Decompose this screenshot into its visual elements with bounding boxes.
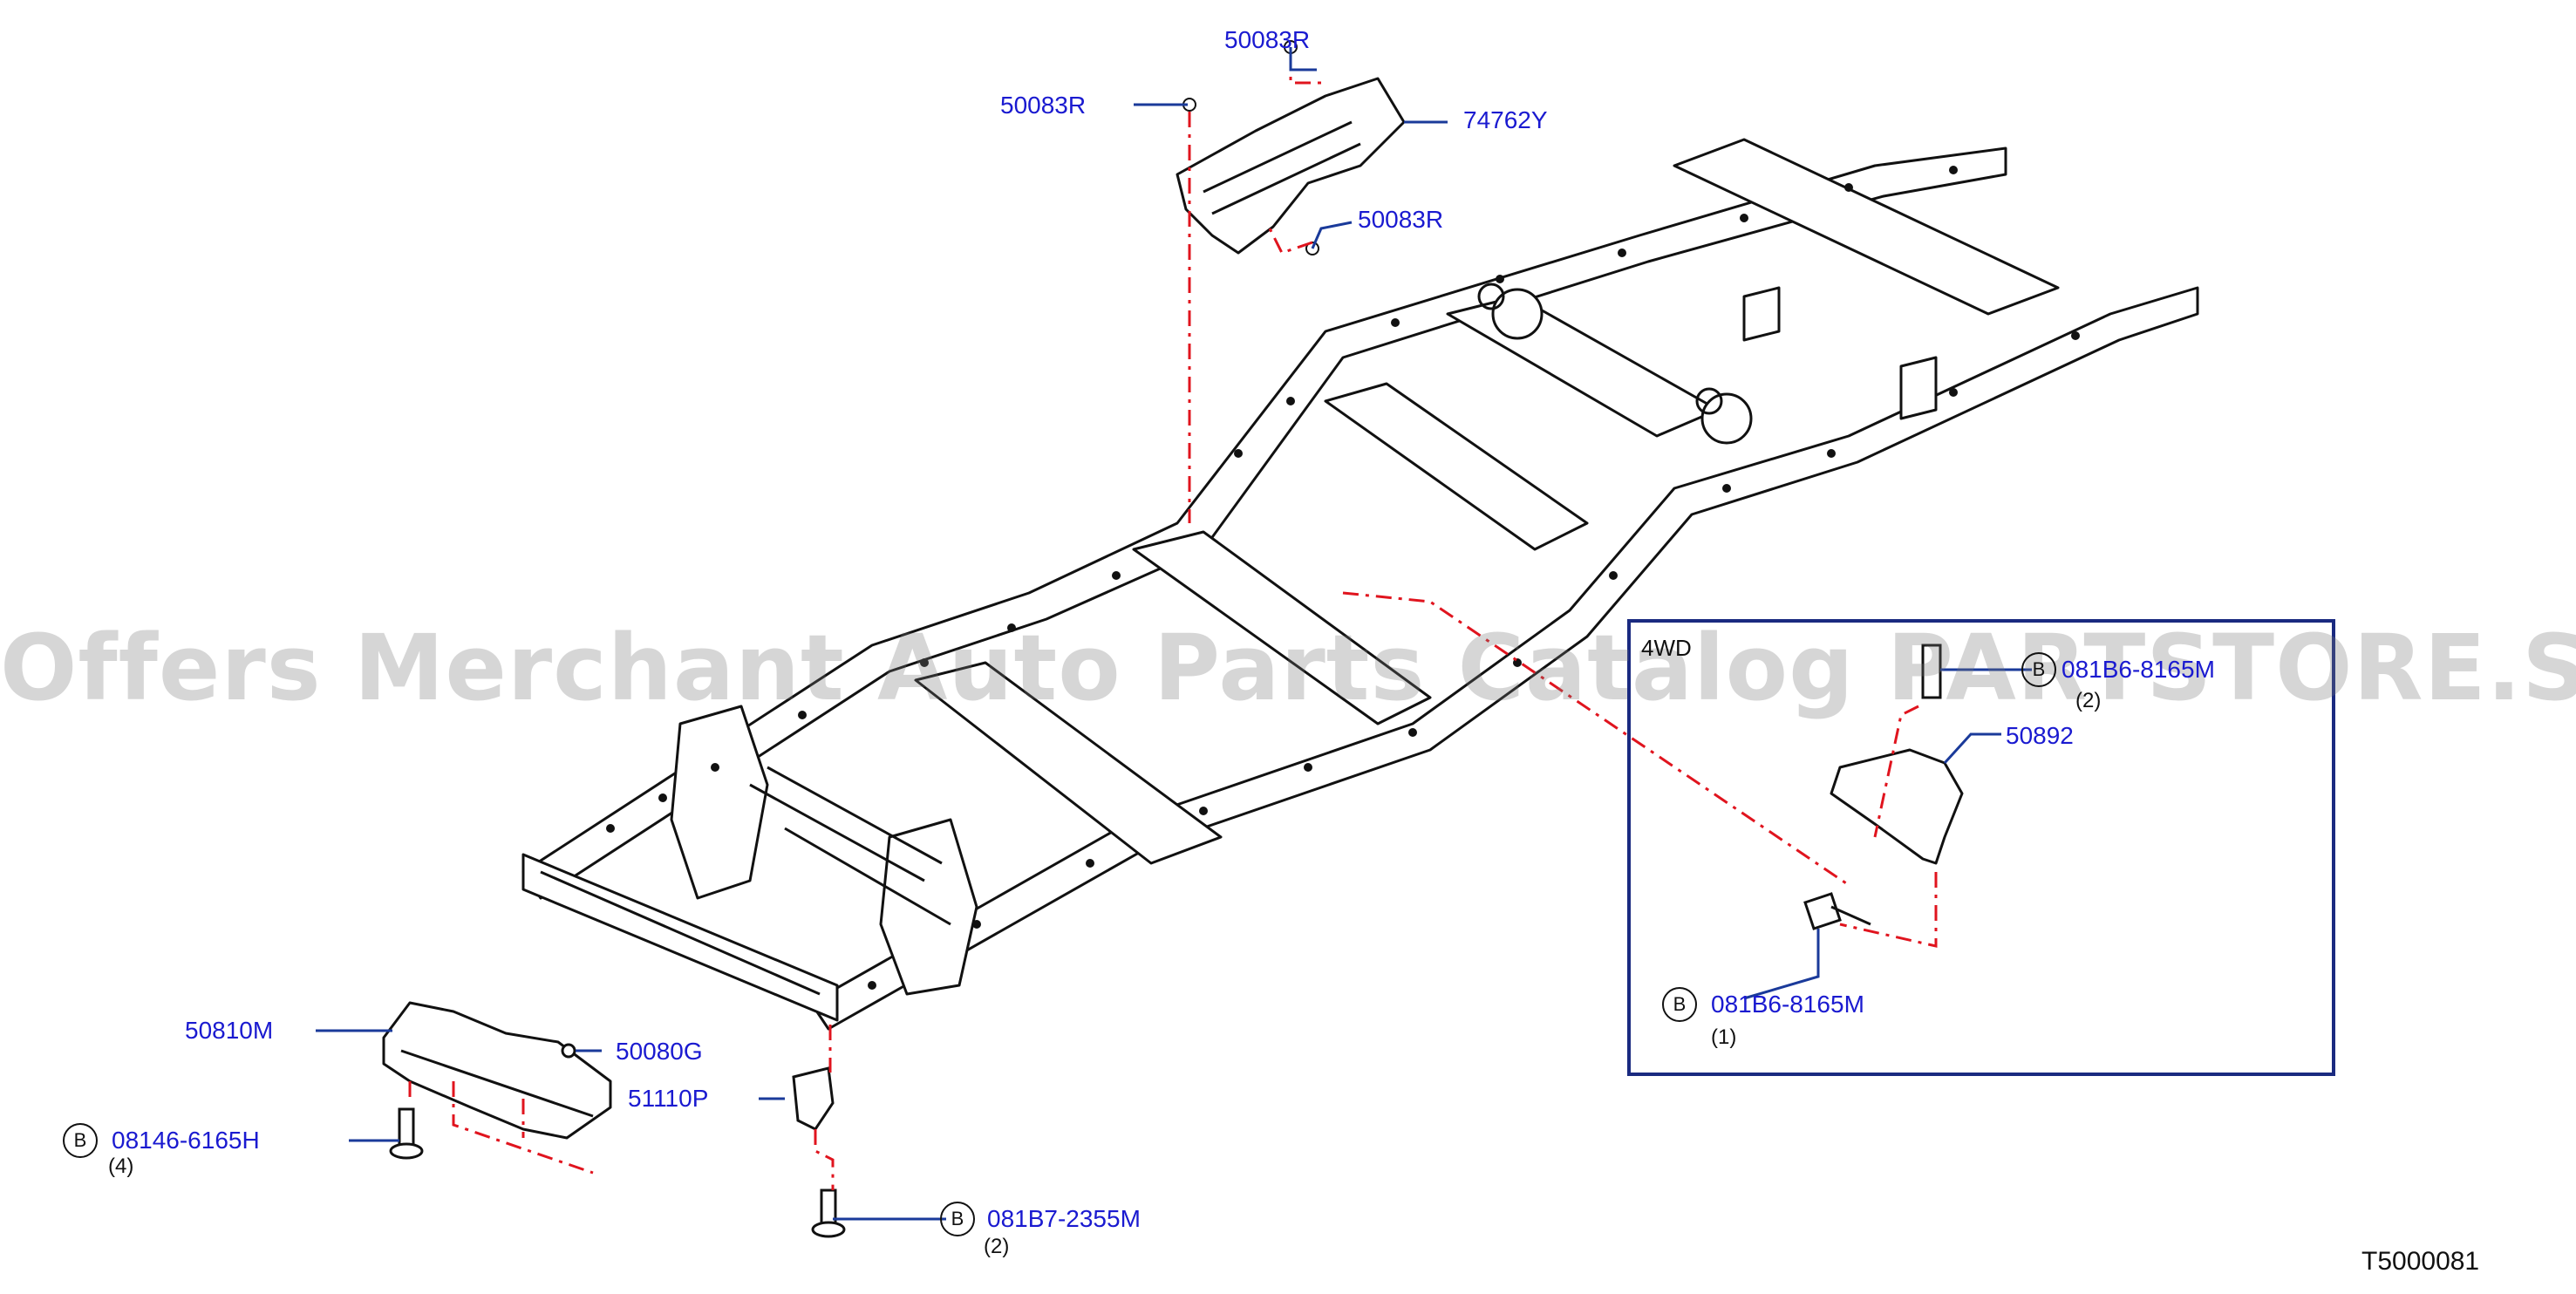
crossmember-1 (1446, 295, 1720, 438)
bolts-misc (389, 1043, 846, 1238)
left-frame-rail (521, 146, 2007, 900)
chassis-frame (521, 138, 2199, 1031)
label-50083r-left[interactable]: 50083R (1000, 92, 1087, 119)
front-suspension-mount-right (879, 818, 978, 996)
badge-b-08146: B (63, 1123, 98, 1158)
label-081b6-lower[interactable]: 081B6-8165M (1711, 991, 1864, 1018)
front-crossmember (521, 853, 839, 1022)
diagram-code: T5000081 (2361, 1247, 2480, 1276)
label-081b6-upper[interactable]: 081B6-8165M (2061, 656, 2215, 683)
label-081b7[interactable]: 081B7-2355M (987, 1205, 1141, 1232)
qty-08146: (4) (108, 1154, 134, 1178)
badge-b-081b7: B (940, 1202, 975, 1236)
right-frame-rail (809, 286, 2199, 1031)
badge-b-081b6-upper: B (2021, 652, 2056, 687)
inset-title: 4WD (1641, 635, 1692, 661)
inset-frame (1627, 619, 2335, 1076)
bracket-51110p (792, 1066, 835, 1131)
label-50810m[interactable]: 50810M (185, 1017, 274, 1044)
label-50892[interactable]: 50892 (2006, 722, 2074, 749)
crossmember-4 (914, 661, 1223, 865)
heat-insulator-74762y (1176, 77, 1406, 255)
qty-081b6-lower: (1) (1711, 1025, 1737, 1049)
label-74762y[interactable]: 74762Y (1463, 106, 1548, 133)
label-51110p[interactable]: 51110P (628, 1085, 709, 1112)
label-50080g[interactable]: 50080G (616, 1038, 703, 1065)
crossmember-3 (1132, 530, 1432, 725)
label-50083r-right[interactable]: 50083R (1358, 206, 1444, 233)
qty-081b6-upper: (2) (2075, 689, 2102, 712)
front-suspension-mount-left (670, 705, 769, 900)
badge-b-081b6-lower: B (1662, 987, 1697, 1022)
rear-crossmember (1673, 138, 2060, 316)
label-08146[interactable]: 08146-6165H (112, 1127, 260, 1154)
leader-lines (316, 47, 2032, 1221)
skid-plate-50810m (382, 1001, 612, 1140)
qty-081b7: (2) (984, 1235, 1010, 1258)
frame-holes (606, 166, 2080, 990)
crossmember-2 (1324, 382, 1589, 551)
label-50083r-top[interactable]: 50083R (1224, 26, 1311, 53)
bolts-081b6 (1803, 644, 1942, 930)
bracket-50892 (1830, 748, 1964, 865)
